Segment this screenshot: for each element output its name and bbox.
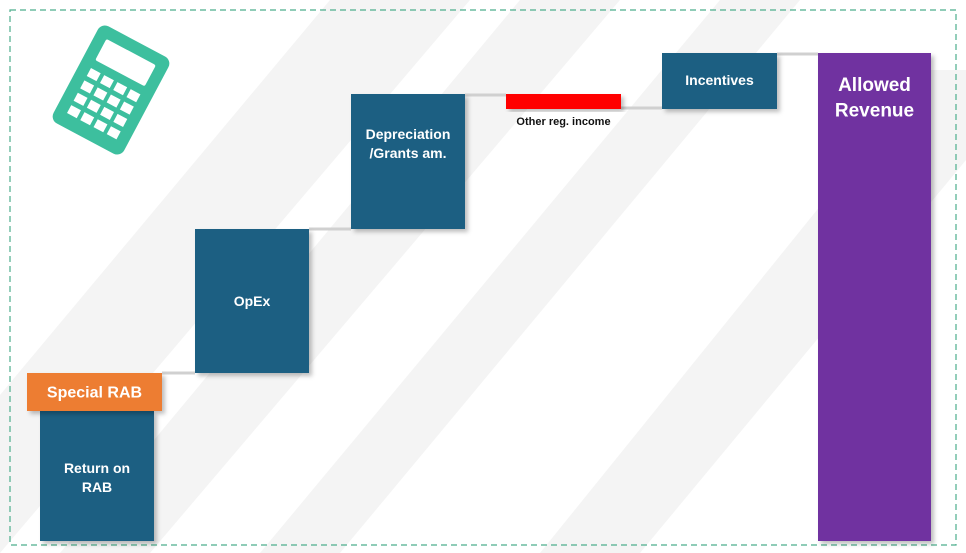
bar-opex: [195, 229, 309, 373]
label-depreciation-grants-am: Depreciation/Grants am.: [366, 126, 451, 161]
bars: [27, 53, 931, 541]
bar-allowed-revenue: [818, 53, 931, 541]
background-stripe: [60, 0, 620, 553]
label-incentives: Incentives: [685, 72, 754, 88]
label-opex: OpEx: [234, 293, 271, 309]
calculator-icon: [52, 25, 170, 155]
bar-incentives: [662, 53, 777, 109]
dashed-frame: [9, 9, 957, 546]
bar-depreciation-grants-am: [351, 94, 465, 229]
background-stripe: [260, 0, 800, 553]
connector-lines: [162, 52, 818, 375]
label-special-rab: Special RAB: [47, 385, 142, 402]
bar-return-on-rab: [40, 411, 154, 541]
bar-other-reg-income: [506, 94, 621, 109]
bar-special-rab: [27, 373, 162, 411]
label-other-reg-income: Other reg. income: [516, 116, 610, 128]
